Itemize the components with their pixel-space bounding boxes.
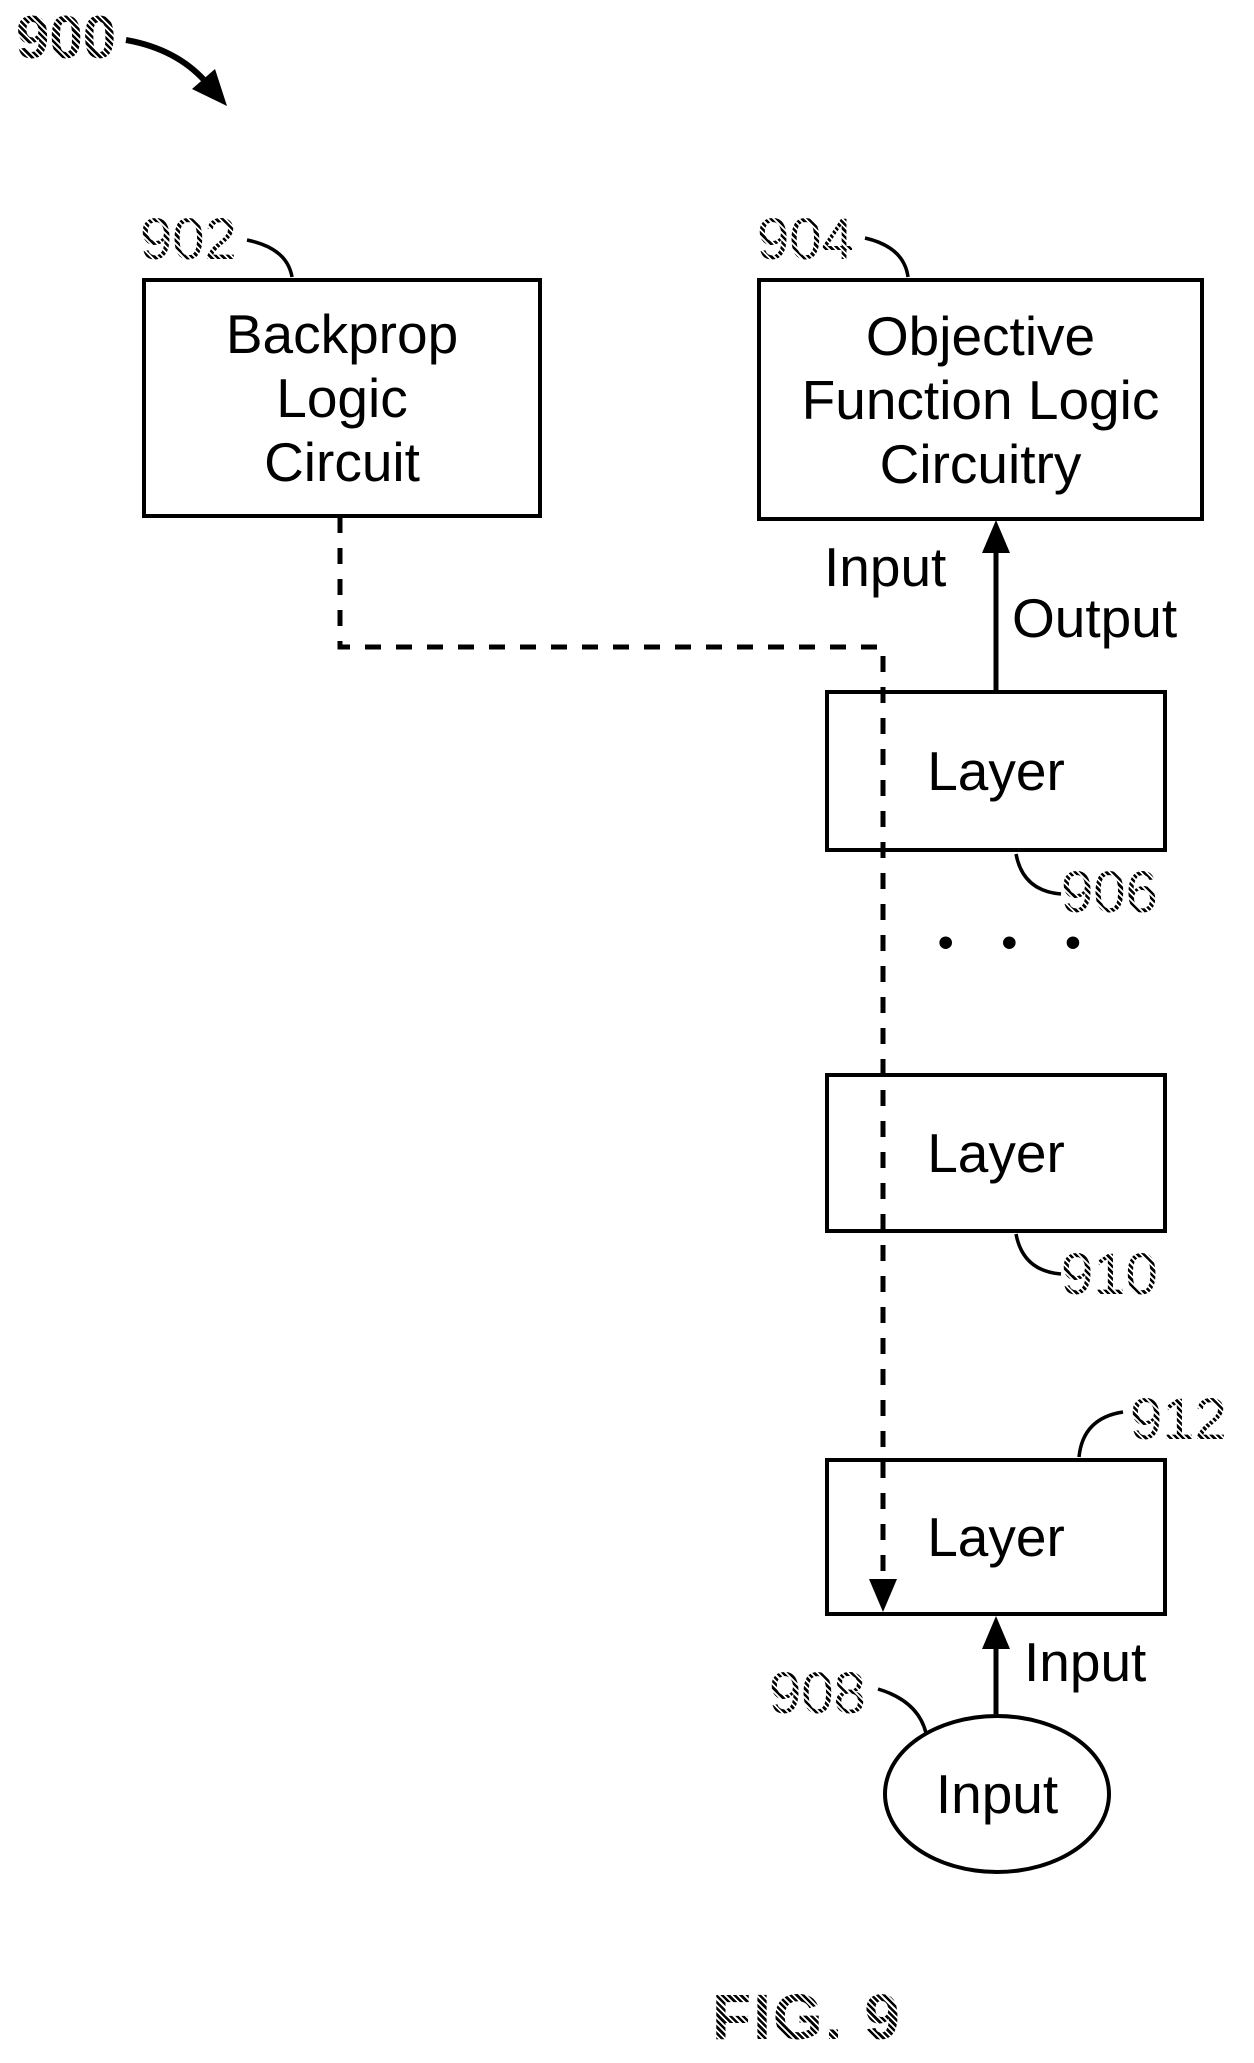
objective-label-line-2: Function Logic xyxy=(801,368,1160,431)
edge-label-output: Output xyxy=(1012,587,1178,649)
leader-line-908 xyxy=(877,1687,928,1734)
input-ellipse-node: Input xyxy=(883,1714,1111,1874)
ellipsis-dots-icon: • • • xyxy=(938,918,1093,967)
backprop-label-line-3: Circuit xyxy=(264,431,420,493)
objective-box-label: Objective Function Logic Circuitry xyxy=(802,304,1160,496)
objective-label-line-3: Circuitry xyxy=(879,432,1082,495)
figure-number-arrowhead-icon xyxy=(192,69,227,106)
ref-912-layer-bottom: 912 xyxy=(1130,1387,1227,1452)
edge-label-input-bottom: Input xyxy=(1024,1631,1147,1693)
figure-number-label: 900 xyxy=(16,4,117,71)
backprop-logic-circuit-box: Backprop Logic Circuit xyxy=(142,278,542,518)
ref-910-layer-middle: 910 xyxy=(1061,1242,1158,1307)
layer-box-906: Layer xyxy=(825,690,1167,852)
ref-904-objective: 904 xyxy=(757,207,854,272)
leader-line-906 xyxy=(1014,853,1062,896)
ref-908-input-node: 908 xyxy=(769,1661,866,1726)
leader-line-902 xyxy=(246,238,294,278)
input-ellipse-label: Input xyxy=(935,1763,1059,1825)
leader-line-910 xyxy=(1014,1233,1062,1276)
output-arrowhead-icon xyxy=(982,520,1010,553)
layer-912-label: Layer xyxy=(927,1506,1065,1568)
leader-line-912 xyxy=(1077,1410,1124,1458)
edge-label-input-to-objective: Input xyxy=(824,536,947,598)
backprop-dashed-connector xyxy=(337,517,886,1580)
objective-function-logic-circuitry-box: Objective Function Logic Circuitry xyxy=(757,278,1204,521)
backprop-box-label: Backprop Logic Circuit xyxy=(226,302,458,494)
backprop-label-line-1: Backprop xyxy=(225,303,459,365)
input-arrowhead-icon xyxy=(982,1616,1010,1649)
layer-910-label: Layer xyxy=(927,1122,1065,1184)
backprop-label-line-2: Logic xyxy=(276,367,408,429)
leader-line-904 xyxy=(864,236,910,278)
objective-label-line-1: Objective xyxy=(865,304,1096,367)
figure-caption: FIG. 9 xyxy=(712,1981,902,2053)
figure-number-arrow-icon xyxy=(125,37,208,84)
layer-906-label: Layer xyxy=(927,740,1065,802)
ref-906-layer-top: 906 xyxy=(1061,860,1158,925)
layer-box-912: Layer xyxy=(825,1458,1167,1616)
layer-box-910: Layer xyxy=(825,1073,1167,1233)
ref-902-backprop: 902 xyxy=(140,207,237,272)
